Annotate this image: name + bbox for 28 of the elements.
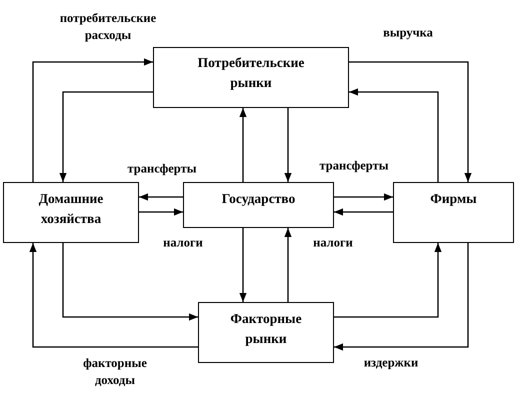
sector-box [153,47,349,108]
flow-arrow [284,108,292,182]
flow-arrow [334,243,442,318]
sector-box [198,302,334,363]
flow-arrow [239,108,247,182]
node-label: Потребительские рынки [196,54,306,92]
node-label: Факторные рынки [229,310,303,348]
flow-arrow [29,243,198,348]
flow-arrow [349,88,439,182]
flow-arrow [334,243,469,351]
sector-box [183,182,334,228]
flow-arrow [284,228,292,302]
edge-label: трансферты [318,158,390,174]
flow-arrow [32,58,153,182]
flow-arrow [334,193,393,201]
edge-label: трансферты [126,160,198,178]
node-label: Государство [220,190,296,208]
flow-arrow [139,208,183,216]
flow-arrow [239,228,247,302]
flow-arrow [334,208,393,216]
flow-arrow [139,193,183,201]
node-label: Домашние хозяйства [38,190,104,228]
flow-arrow [59,91,153,182]
flow-arrow [62,243,198,321]
sector-box [393,182,514,243]
node-label: Фирмы [429,190,478,208]
sector-box [3,182,139,243]
flow-arrow [349,61,472,182]
